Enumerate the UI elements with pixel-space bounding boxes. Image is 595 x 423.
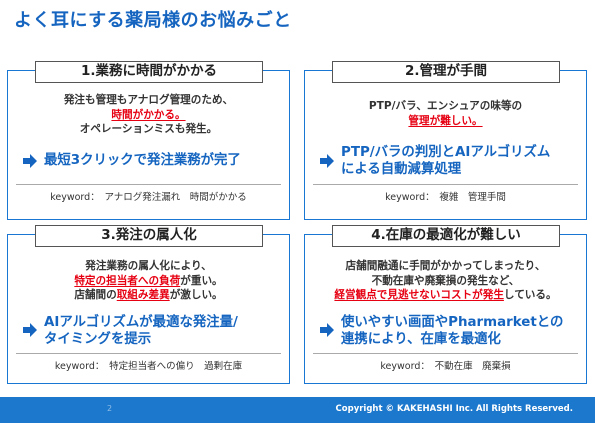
description-highlight: 管理が難しい。	[305, 114, 586, 129]
problem-card-3: 3.発注の属人化 発注業務の属人化により、 特定の担当者への負荷が重い。 店舗間…	[7, 225, 290, 384]
divider	[16, 353, 281, 354]
red-highlight-text: 特定の担当者への負荷	[74, 274, 181, 287]
solution-text: PTP/バラの判別とAIアルゴリズム による自動減算処理	[341, 144, 582, 178]
card-heading: 3.発注の属人化	[35, 225, 263, 247]
solution-text: AIアルゴリズムが最適な発注量/ タイミングを提示	[44, 314, 285, 348]
description-text: が激しい。	[169, 289, 223, 301]
description-highlight: 時間がかかる。	[8, 108, 289, 123]
description-line: 店舗間融通に手間がかかってしまったり、	[345, 260, 546, 272]
keywords: keyword： 不動在庫 廃棄損	[380, 361, 511, 372]
solution-line: 連携により、在庫を最適化	[341, 332, 501, 347]
description-highlight: 経営観点で見逃せないコストが発生している。	[305, 288, 586, 303]
solution-text: 最短3クリックで発注業務が完了	[44, 153, 241, 168]
page-title: よく耳にする薬局様のお悩みごと	[14, 10, 292, 31]
card-description: PTP/バラ、エンシュアの味等の 管理が難しい。	[305, 99, 586, 128]
solution-line: による自動減算処理	[341, 162, 462, 177]
description-highlight: 店舗間の取組み差異が激しい。	[8, 288, 289, 303]
footer-bar: 2 Copyright © KAKEHASHI Inc. All Rights …	[0, 397, 595, 423]
keywords: keyword： 複雑 管理手間	[385, 192, 506, 203]
solution-line: 使いやすい画面やPharmarketとの	[341, 315, 564, 330]
problem-card-4: 4.在庫の最適化が難しい 店舗間融通に手間がかかってしまったり、 不動在庫や廃棄…	[304, 225, 587, 384]
right-arrow-icon	[320, 154, 334, 168]
card-heading: 2.管理が手間	[332, 61, 560, 83]
solution-line: PTP/バラの判別とAIアルゴリズム	[341, 145, 551, 160]
keywords: keyword： 特定担当者への偏り 過剰在庫	[54, 361, 243, 372]
card-description: 発注も管理もアナログ管理のため、 時間がかかる。 オペレーションミスも発生。	[8, 93, 289, 137]
description-text: が重い。	[180, 274, 223, 287]
description-text: 店舗間の	[74, 289, 117, 301]
divider	[16, 184, 281, 185]
problem-card-2: 2.管理が手間 PTP/バラ、エンシュアの味等の 管理が難しい。 PTP/バラの…	[304, 61, 587, 220]
description-line: 不動在庫や廃棄損の発生など、	[371, 274, 520, 287]
description-text: している。	[503, 289, 557, 301]
red-highlight-text: 時間がかかる。	[111, 108, 186, 121]
card-description: 店舗間融通に手間がかかってしまったり、 不動在庫や廃棄損の発生など、 経営観点で…	[305, 259, 586, 303]
solution-line: タイミングを提示	[44, 332, 152, 347]
divider	[313, 353, 578, 354]
red-highlight-text: 取組み差異	[116, 289, 170, 301]
right-arrow-icon	[320, 323, 334, 337]
problem-card-1: 1.業務に時間がかかる 発注も管理もアナログ管理のため、 時間がかかる。 オペレ…	[7, 61, 290, 220]
solution-line: AIアルゴリズムが最適な発注量/	[44, 315, 238, 330]
red-highlight-text: 管理が難しい。	[408, 114, 483, 127]
keywords: keyword： アナログ発注漏れ 時間がかかる	[50, 192, 247, 203]
card-description: 発注業務の属人化により、 特定の担当者への負荷が重い。 店舗間の取組み差異が激し…	[8, 259, 289, 303]
description-line: オペレーションミスも発生。	[79, 123, 218, 135]
description-highlight: 特定の担当者への負荷が重い。	[8, 274, 289, 289]
copyright-text: Copyright © KAKEHASHI Inc. All Rights Re…	[335, 404, 573, 414]
solution-text: 使いやすい画面やPharmarketとの 連携により、在庫を最適化	[341, 314, 582, 348]
description-line: 発注業務の属人化により、	[85, 260, 212, 272]
card-heading: 4.在庫の最適化が難しい	[332, 225, 560, 247]
right-arrow-icon	[23, 323, 37, 337]
right-arrow-icon	[23, 154, 37, 168]
description-line: PTP/バラ、エンシュアの味等の	[368, 100, 523, 112]
red-highlight-text: 経営観点で見逃せないコストが発生	[334, 289, 504, 301]
page-number: 2	[107, 404, 113, 413]
card-heading: 1.業務に時間がかかる	[35, 61, 263, 83]
divider	[313, 184, 578, 185]
description-line: 発注も管理もアナログ管理のため、	[63, 94, 234, 106]
